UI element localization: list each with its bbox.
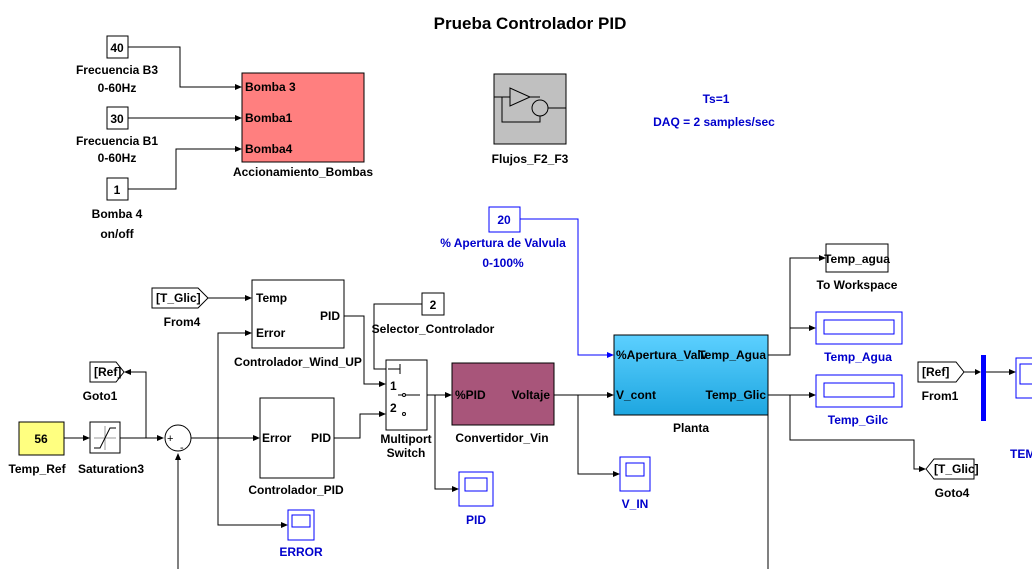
svg-text:Controlador_Wind_UP: Controlador_Wind_UP <box>234 355 362 369</box>
svg-text:PID: PID <box>320 309 340 323</box>
selector-controlador-constant[interactable]: 2 Selector_Controlador <box>372 292 495 336</box>
svg-text:Goto4: Goto4 <box>935 486 970 500</box>
v-in-scope[interactable]: V_IN <box>619 456 651 511</box>
controlador-wind-up-block[interactable]: Temp Error PID Controlador_Wind_UP <box>234 279 362 369</box>
svg-text:Bomba 4: Bomba 4 <box>92 207 143 221</box>
svg-text:[Ref]: [Ref] <box>922 365 949 379</box>
svg-text:Switch: Switch <box>387 446 426 460</box>
svg-text:% Apertura de Valvula: % Apertura de Valvula <box>440 236 566 250</box>
svg-text:V_cont: V_cont <box>616 388 656 402</box>
temp-scope[interactable]: TEMP <box>1010 357 1032 461</box>
mux-block[interactable] <box>981 355 986 421</box>
frecuencia-b3-constant[interactable]: 40 Frecuencia B3 0-60Hz <box>76 35 158 95</box>
svg-text:Saturation3: Saturation3 <box>78 462 144 476</box>
svg-text:TEMP: TEMP <box>1010 447 1032 461</box>
svg-text:Voltaje: Voltaje <box>512 388 551 402</box>
diagram-title: Prueba Controlador PID <box>434 14 627 33</box>
svg-text:Flujos_F2_F3: Flujos_F2_F3 <box>492 152 569 166</box>
flujos-f2-f3-subsystem[interactable]: Flujos_F2_F3 <box>492 73 569 166</box>
svg-text:%Apertura_Valv: %Apertura_Valv <box>616 348 708 362</box>
svg-text:Goto1: Goto1 <box>83 389 118 403</box>
svg-text:Error: Error <box>256 326 286 340</box>
temp-ref-constant[interactable]: 56 Temp_Ref <box>8 421 67 476</box>
svg-text:[Ref]: [Ref] <box>94 365 121 379</box>
svg-text:ERROR: ERROR <box>279 545 323 559</box>
svg-text:From4: From4 <box>164 315 201 329</box>
svg-text:PID: PID <box>311 431 331 445</box>
temp-glic-display[interactable]: Temp_Gilc <box>815 374 903 427</box>
svg-text:0-60Hz: 0-60Hz <box>98 151 137 165</box>
svg-text:Frecuencia B1: Frecuencia B1 <box>76 134 158 148</box>
svg-text:Controlador_PID: Controlador_PID <box>248 483 344 497</box>
from1-block[interactable]: [Ref] From1 <box>917 361 965 403</box>
controlador-pid-block[interactable]: Error PID Controlador_PID <box>248 397 344 497</box>
frecuencia-b1-constant[interactable]: 30 Frecuencia B1 0-60Hz <box>76 106 158 165</box>
multiport-switch-block[interactable]: 1 2 Multiport Switch <box>380 359 432 460</box>
to-workspace-block[interactable]: Temp_agua To Workspace <box>817 243 898 292</box>
svg-text:[T_Glic]: [T_Glic] <box>934 462 979 476</box>
svg-text:PID: PID <box>466 513 486 527</box>
svg-text:V_IN: V_IN <box>622 497 649 511</box>
svg-text:+: + <box>167 433 173 445</box>
svg-text:%PID: %PID <box>455 388 486 402</box>
svg-text:Temp_Gilc: Temp_Gilc <box>828 413 889 427</box>
sum-block[interactable]: + - <box>164 424 192 454</box>
sample-time-label: Ts=1 <box>703 92 730 106</box>
svg-text:Bomba1: Bomba1 <box>245 111 293 125</box>
accionamiento-bombas-block[interactable]: Bomba 3 Bomba1 Bomba4 Accionamiento_Bomb… <box>233 72 373 179</box>
svg-text:2: 2 <box>390 401 397 415</box>
svg-text:Multiport: Multiport <box>380 432 431 446</box>
svg-text:56: 56 <box>34 432 48 446</box>
apertura-wire <box>520 218 614 358</box>
svg-text:Planta: Planta <box>673 421 709 435</box>
goto4-block[interactable]: [T_Glic] Goto4 <box>925 458 979 500</box>
svg-text:To Workspace: To Workspace <box>817 278 898 292</box>
svg-text:Bomba 3: Bomba 3 <box>245 80 296 94</box>
temp-agua-display[interactable]: Temp_Agua <box>815 311 903 364</box>
svg-text:2: 2 <box>430 298 437 312</box>
daq-rate-label: DAQ = 2 samples/sec <box>653 115 775 129</box>
apertura-valvula-constant[interactable]: 20 % Apertura de Valvula 0-100% <box>440 206 566 270</box>
svg-text:Selector_Controlador: Selector_Controlador <box>372 322 495 336</box>
svg-text:Temp_Ref: Temp_Ref <box>8 462 66 476</box>
pid-scope[interactable]: PID <box>458 471 494 527</box>
svg-text:Temp: Temp <box>256 291 287 305</box>
svg-text:20: 20 <box>497 213 511 227</box>
convertidor-vin-block[interactable]: %PID Voltaje Convertidor_Vin <box>451 362 555 445</box>
svg-text:30: 30 <box>110 112 124 126</box>
from4-block[interactable]: [T_Glic] From4 <box>151 287 209 329</box>
svg-text:Accionamiento_Bombas: Accionamiento_Bombas <box>233 165 373 179</box>
svg-text:Frecuencia B3: Frecuencia B3 <box>76 63 158 77</box>
svg-text:Temp_Agua: Temp_Agua <box>698 348 766 362</box>
svg-text:From1: From1 <box>922 389 959 403</box>
svg-text:on/off: on/off <box>100 227 134 241</box>
svg-text:1: 1 <box>114 183 121 197</box>
bomba4-constant[interactable]: 1 Bomba 4 on/off <box>92 177 143 241</box>
svg-text:Temp_agua: Temp_agua <box>824 252 890 266</box>
svg-text:Temp_Agua: Temp_Agua <box>824 350 892 364</box>
svg-text:1: 1 <box>390 379 397 393</box>
error-scope[interactable]: ERROR <box>279 509 323 559</box>
saturation3-block[interactable]: Saturation3 <box>78 421 144 476</box>
svg-text:Error: Error <box>262 431 292 445</box>
svg-text:[T_Glic]: [T_Glic] <box>156 291 201 305</box>
svg-text:0-60Hz: 0-60Hz <box>98 81 137 95</box>
svg-text:0-100%: 0-100% <box>482 256 524 270</box>
svg-text:-: - <box>180 442 184 454</box>
svg-text:40: 40 <box>110 41 124 55</box>
svg-text:Bomba4: Bomba4 <box>245 142 293 156</box>
goto1-block[interactable]: [Ref] Goto1 <box>83 361 125 403</box>
svg-text:Convertidor_Vin: Convertidor_Vin <box>455 431 548 445</box>
planta-block[interactable]: %Apertura_Valv Temp_Agua V_cont Temp_Gli… <box>613 334 769 435</box>
svg-text:Temp_Glic: Temp_Glic <box>706 388 767 402</box>
signal-wires <box>64 46 1016 569</box>
